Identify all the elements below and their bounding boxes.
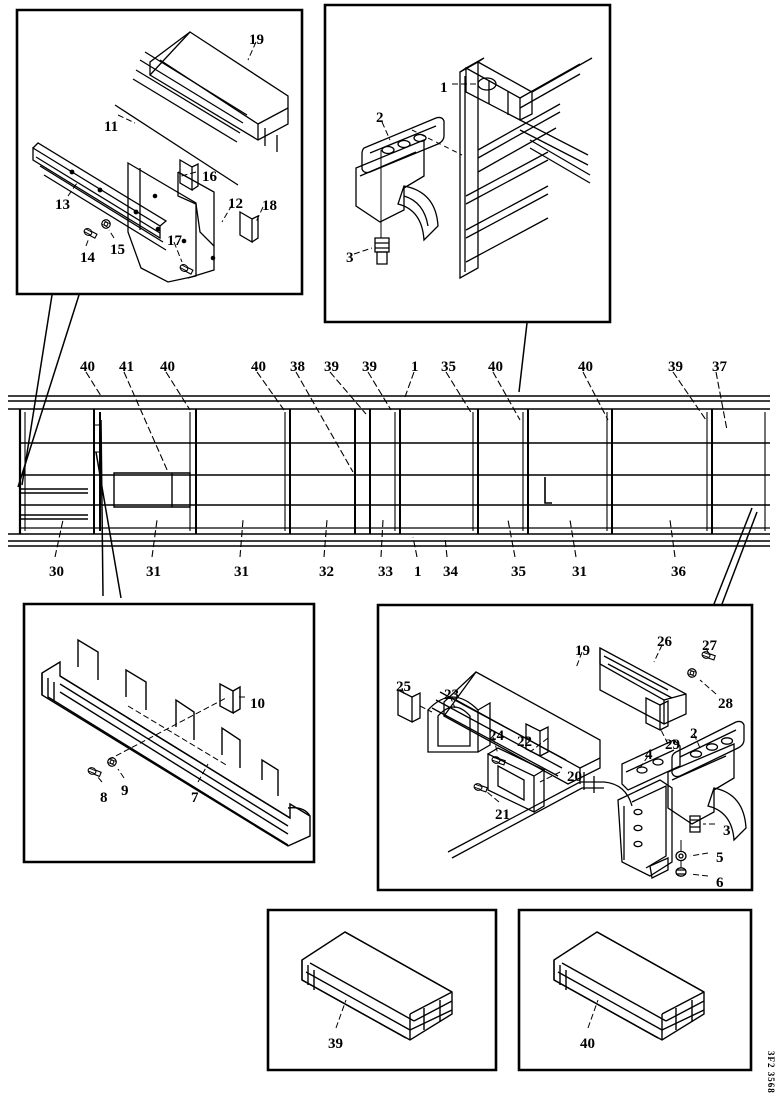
callout-6: 6 [716,875,724,891]
callout-7: 7 [191,790,199,806]
callout-15: 15 [110,242,125,258]
callout-40: 40 [80,359,95,375]
callout-1: 1 [414,564,422,580]
callout-31: 31 [146,564,161,580]
callout-31: 31 [572,564,587,580]
callout-18: 18 [262,198,277,214]
callout-35: 35 [511,564,526,580]
callout-40: 40 [160,359,175,375]
callout-39: 39 [328,1036,343,1052]
callout-25: 25 [396,679,411,695]
sheet-watermark: 3F2 3568 [766,1051,776,1094]
callout-27: 27 [702,638,717,654]
callout-33: 33 [378,564,393,580]
callout-37: 37 [712,359,727,375]
callout-40: 40 [251,359,266,375]
callout-19: 19 [575,643,590,659]
callout-11: 11 [104,119,119,135]
callout-17: 17 [167,233,182,249]
callout-1: 1 [411,359,419,375]
callout-21: 21 [495,807,510,823]
callout-5: 5 [716,850,724,866]
callout-20: 20 [567,769,582,785]
callout-31: 31 [234,564,249,580]
callout-40: 40 [578,359,593,375]
callout-8: 8 [100,790,108,806]
callout-12: 12 [228,196,243,212]
callout-28: 28 [718,696,733,712]
callout-29: 29 [665,737,680,753]
callout-3: 3 [346,250,354,266]
callout-9: 9 [121,783,129,799]
callout-2: 2 [690,726,698,742]
callout-13: 13 [55,197,70,213]
callout-34: 34 [443,564,458,580]
callout-19: 19 [249,32,264,48]
callout-26: 26 [657,634,672,650]
callout-1: 1 [440,80,448,96]
callout-24: 24 [489,728,504,744]
callout-36: 36 [671,564,686,580]
callout-4: 4 [645,747,653,763]
callout-39: 39 [362,359,377,375]
callout-30: 30 [49,564,64,580]
callout-10: 10 [250,696,265,712]
callout-40: 40 [580,1036,595,1052]
callout-39: 39 [324,359,339,375]
callout-22: 22 [517,734,532,750]
callout-38: 38 [290,359,305,375]
callout-3: 3 [723,823,731,839]
callout-32: 32 [319,564,334,580]
callout-40: 40 [488,359,503,375]
callout-14: 14 [80,250,95,266]
callout-16: 16 [202,169,217,185]
callout-41: 41 [119,359,134,375]
callout-39: 39 [668,359,683,375]
callout-2: 2 [376,110,384,126]
callout-35: 35 [441,359,456,375]
callout-23: 23 [444,687,459,703]
